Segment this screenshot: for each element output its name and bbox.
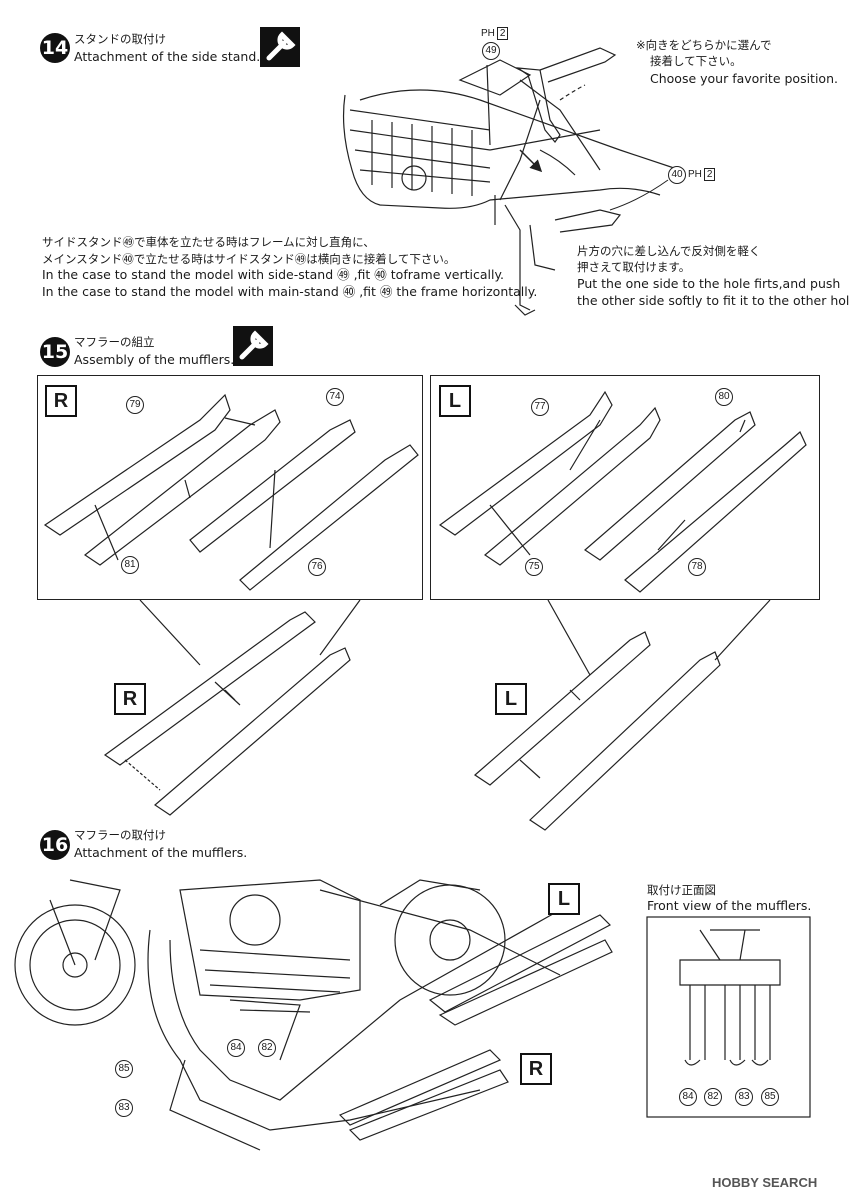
note-jp-line1: ※向きをどちらかに選んで bbox=[636, 38, 772, 52]
instr-jp-line1: サイドスタンド㊾で車体を立たせる時はフレームに対し直角に、 bbox=[42, 235, 375, 249]
step-16-title-en: Attachment of the mufflers. bbox=[74, 845, 248, 860]
part-80-label: 80 bbox=[715, 388, 733, 406]
step-14-title-en: Attachment of the side stand. bbox=[74, 49, 261, 64]
wrench-icon-2 bbox=[233, 326, 273, 366]
note-en: Choose your favorite position. bbox=[650, 71, 838, 86]
side-stand-illustration bbox=[342, 47, 681, 316]
muffler-assembly-illustration bbox=[43, 390, 807, 831]
instr-en-line2: In the case to stand the model with main… bbox=[42, 284, 538, 299]
muffler-panel-r bbox=[37, 375, 423, 600]
part-77-label: 77 bbox=[531, 398, 549, 416]
front-part-84-label: 84 bbox=[679, 1088, 697, 1106]
hole-jp-line2: 押さえて取付けます。 bbox=[577, 260, 691, 274]
ph-label-2: PH bbox=[688, 169, 702, 180]
side-l-box-install: L bbox=[548, 883, 580, 915]
part-75-label: 75 bbox=[525, 558, 543, 576]
hole-en-line2: the other side softly to fit it to the o… bbox=[577, 293, 850, 308]
part-78-label: 78 bbox=[688, 558, 706, 576]
part-40-label: 40 bbox=[668, 166, 686, 184]
part-76-label: 76 bbox=[308, 558, 326, 576]
part-85-label: 85 bbox=[115, 1060, 133, 1078]
part-79-label: 79 bbox=[126, 396, 144, 414]
muffler-panel-l bbox=[430, 375, 820, 600]
part-83-label: 83 bbox=[115, 1099, 133, 1117]
note-jp-line2: 接着して下さい。 bbox=[650, 54, 742, 68]
part-84-label: 84 bbox=[227, 1039, 245, 1057]
side-r-box-assembled: R bbox=[114, 683, 146, 715]
ph-count: 2 bbox=[496, 27, 509, 40]
step-15-title-jp: マフラーの組立 bbox=[74, 335, 155, 349]
front-part-82-label: 82 bbox=[704, 1088, 722, 1106]
instr-jp-line2: メインスタンド㊵で立たせる時はサイドスタンド㊾は横向きに接着して下さい。 bbox=[42, 252, 456, 266]
front-view-title-en: Front view of the mufflers. bbox=[647, 898, 812, 913]
step-16-title-jp: マフラーの取付け bbox=[74, 828, 166, 842]
front-view-title-jp: 取付け正面図 bbox=[647, 883, 716, 897]
step-14-title-jp: スタンドの取付け bbox=[74, 32, 166, 46]
ph-count-2: 2 bbox=[703, 168, 716, 181]
wrench-icon bbox=[260, 27, 300, 67]
side-l-box-top: L bbox=[439, 385, 471, 417]
side-l-box-assembled: L bbox=[495, 683, 527, 715]
step-15-number: 15 bbox=[40, 337, 70, 367]
front-part-83-label: 83 bbox=[735, 1088, 753, 1106]
ph-label: PH bbox=[481, 28, 495, 39]
part-82-label: 82 bbox=[258, 1039, 276, 1057]
muffler-attachment-illustration bbox=[14, 879, 811, 1151]
step-14-number: 14 bbox=[40, 33, 70, 63]
side-r-box-install: R bbox=[520, 1053, 552, 1085]
part-49-label: 49 bbox=[482, 42, 500, 60]
hole-jp-line1: 片方の穴に差し込んで反対側を軽く bbox=[577, 244, 761, 258]
watermark: HOBBY SEARCH bbox=[712, 1175, 818, 1190]
step-16-number: 16 bbox=[40, 830, 70, 860]
front-part-85-label: 85 bbox=[761, 1088, 779, 1106]
side-r-box-top: R bbox=[45, 385, 77, 417]
hole-en-line1: Put the one side to the hole firts,and p… bbox=[577, 276, 841, 291]
part-74-label: 74 bbox=[326, 388, 344, 406]
step-15-title-en: Assembly of the mufflers. bbox=[74, 352, 235, 367]
instr-en-line1: In the case to stand the model with side… bbox=[42, 267, 505, 282]
part-81-label: 81 bbox=[121, 556, 139, 574]
